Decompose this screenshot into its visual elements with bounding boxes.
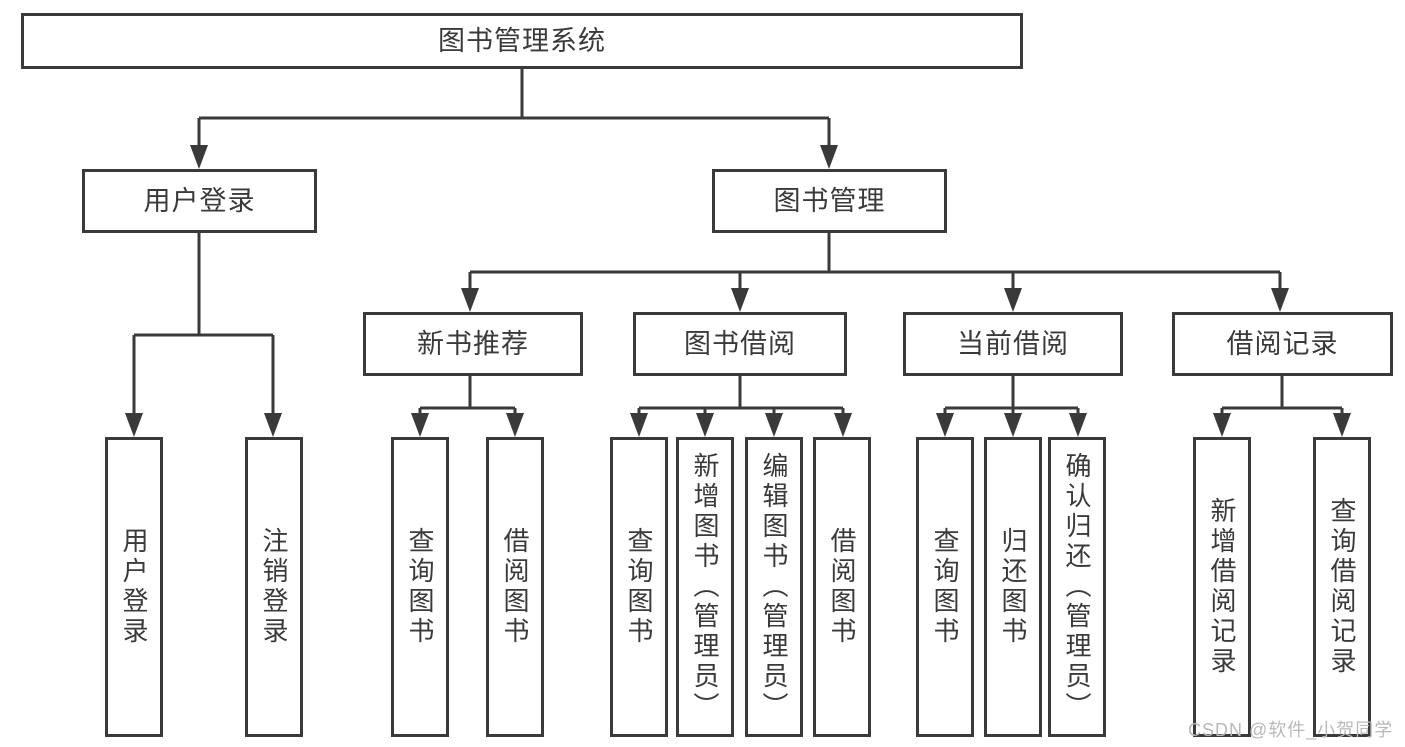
- connector-bookmgmt-to-level3: [468, 230, 1282, 292]
- node-new-book-recommend: 新书推荐: [363, 312, 583, 376]
- arrowhead-icon: [1333, 413, 1351, 437]
- leaf-borrow-books-2: 借阅图书: [813, 437, 871, 737]
- leaf-query-books-1: 查询图书: [391, 437, 449, 737]
- arrowhead-icon: [190, 145, 208, 169]
- arrowhead-icon: [1004, 288, 1022, 312]
- leaf-user-login: 用户登录: [105, 437, 163, 737]
- arrowhead-icon: [1069, 413, 1087, 437]
- watermark: CSDN @软件_小贺同学: [1188, 720, 1394, 740]
- arrowheads: [125, 145, 1351, 437]
- node-book-management: 图书管理: [712, 169, 947, 233]
- connector-userlogin-to-leaves: [132, 230, 275, 420]
- arrowhead-icon: [834, 413, 852, 437]
- arrowhead-icon: [1213, 413, 1231, 437]
- leaf-query-books-3: 查询图书: [916, 437, 974, 737]
- leaf-confirm-return-admin: 确认归还（管理员）: [1048, 437, 1106, 737]
- arrowhead-icon: [1004, 413, 1022, 437]
- arrowhead-icon: [264, 413, 282, 437]
- arrowhead-icon: [461, 288, 479, 312]
- arrowhead-icon: [506, 413, 524, 437]
- node-borrowing-records: 借阅记录: [1172, 312, 1393, 376]
- leaf-borrow-books-1: 借阅图书: [486, 437, 544, 737]
- node-user-login: 用户登录: [82, 169, 317, 233]
- arrowhead-icon: [1271, 288, 1289, 312]
- leaf-edit-books-admin: 编辑图书（管理员）: [745, 437, 803, 737]
- arrowhead-icon: [125, 413, 143, 437]
- node-library-system: 图书管理系统: [21, 13, 1023, 69]
- leaf-add-books-admin: 新增图书（管理员）: [676, 437, 734, 737]
- arrowhead-icon: [630, 413, 648, 437]
- connector-records-to-leaves: [1220, 374, 1344, 420]
- arrowhead-icon: [411, 413, 429, 437]
- leaf-query-books-2: 查询图书: [610, 437, 668, 737]
- leaf-add-borrow-record: 新增借阅记录: [1193, 437, 1251, 737]
- leaf-return-books: 归还图书: [984, 437, 1042, 737]
- arrowhead-icon: [731, 288, 749, 312]
- arrowhead-icon: [696, 413, 714, 437]
- connector-newbooks-to-leaves: [418, 374, 517, 420]
- connector-root-to-level2: [197, 67, 831, 150]
- arrowhead-icon: [936, 413, 954, 437]
- arrowhead-icon: [820, 145, 838, 169]
- connector-borrowing-to-leaves: [637, 374, 845, 420]
- node-current-borrowing: 当前借阅: [903, 312, 1123, 376]
- leaf-query-borrow-record: 查询借阅记录: [1313, 437, 1371, 737]
- node-book-borrowing: 图书借阅: [633, 312, 847, 376]
- arrowhead-icon: [765, 413, 783, 437]
- leaf-logout: 注销登录: [245, 437, 303, 737]
